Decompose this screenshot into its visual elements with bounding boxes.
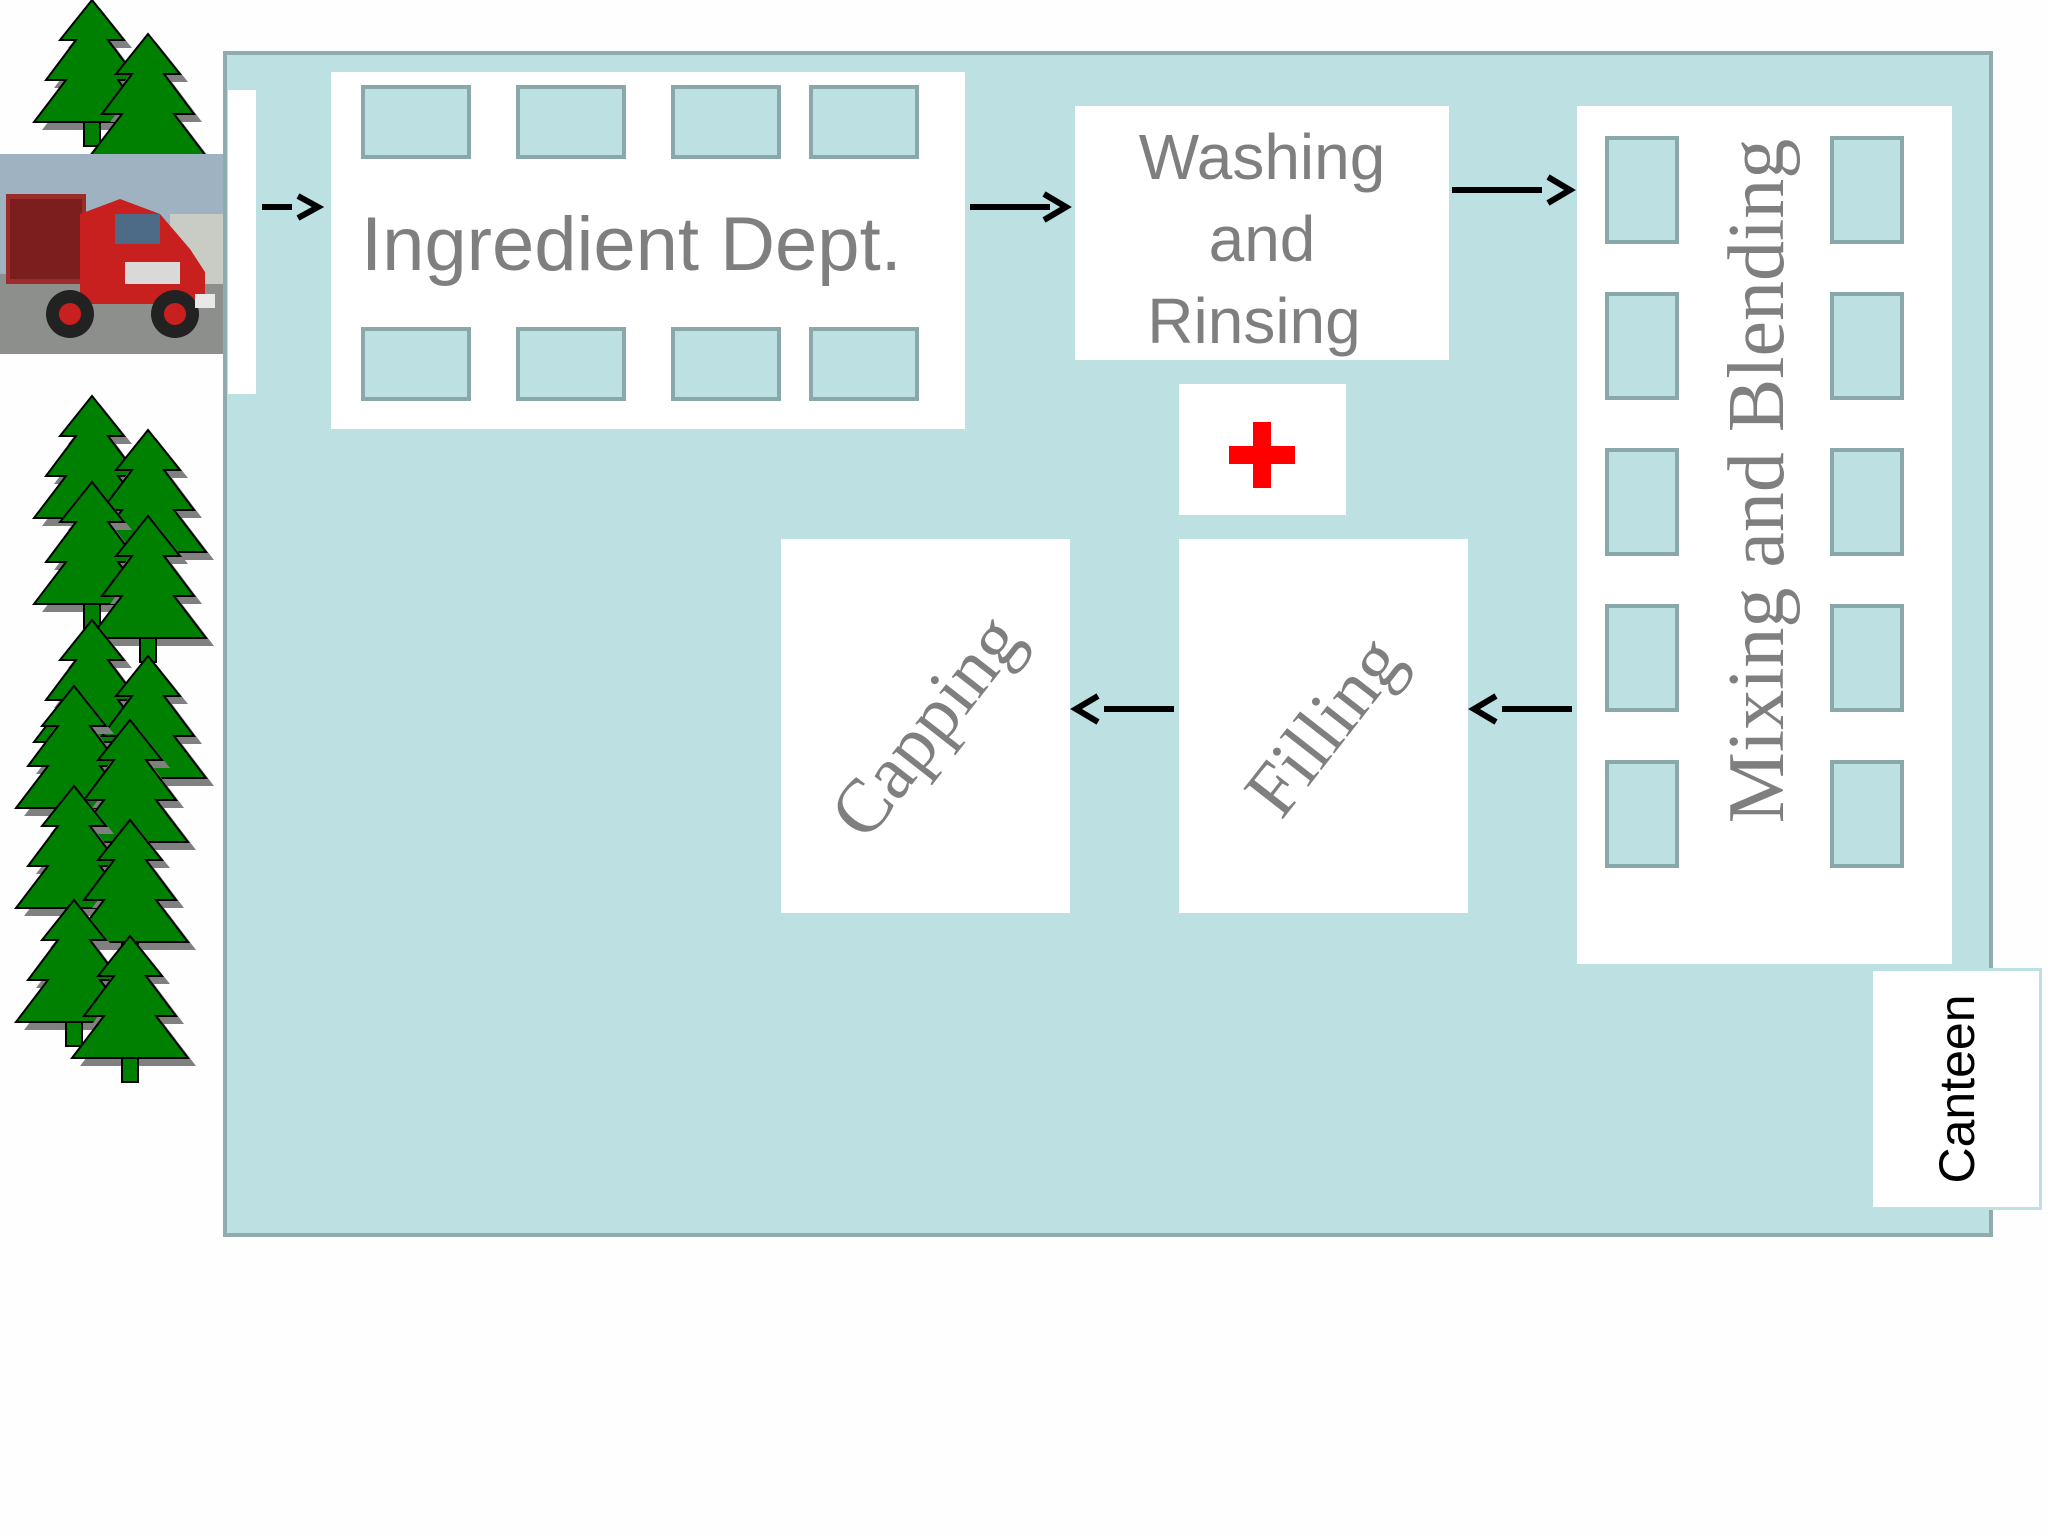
pine-tree-icon bbox=[71, 935, 196, 1083]
storage-slot bbox=[361, 85, 471, 159]
arrow-entrance-to-ingredient bbox=[262, 193, 325, 221]
storage-slot bbox=[671, 327, 781, 401]
mixing-tank bbox=[1830, 448, 1904, 556]
red-truck-icon bbox=[0, 154, 242, 354]
mixing-tank bbox=[1830, 292, 1904, 400]
mixing-tank bbox=[1830, 136, 1904, 244]
ingredient-dept: Ingredient Dept. bbox=[331, 72, 965, 429]
arrow-filling-to-capping bbox=[1070, 693, 1174, 725]
storage-slot bbox=[671, 85, 781, 159]
mixing-blending-dept: Mixing and Blending bbox=[1577, 106, 1952, 964]
washing-rinsing-dept: Washing and Rinsing bbox=[1075, 106, 1449, 360]
washing-label-line3: Rinsing bbox=[1147, 285, 1361, 357]
canteen: Canteen bbox=[1870, 968, 2042, 1210]
washing-label-line1: Washing bbox=[1138, 121, 1386, 193]
storage-slot bbox=[361, 327, 471, 401]
mixing-tank bbox=[1605, 292, 1679, 400]
arrow-washing-to-mixing bbox=[1452, 174, 1576, 206]
storage-slot bbox=[809, 85, 919, 159]
mixing-tank bbox=[1830, 604, 1904, 712]
washing-label-line2: and bbox=[1208, 203, 1316, 275]
first-aid-station bbox=[1179, 384, 1346, 515]
mixing-tank bbox=[1605, 448, 1679, 556]
mixing-tank bbox=[1605, 136, 1679, 244]
ingredient-dept-label: Ingredient Dept. bbox=[361, 202, 902, 287]
mixing-tank bbox=[1830, 760, 1904, 868]
arrow-ingredient-to-washing bbox=[970, 191, 1072, 223]
arrow-mixing-to-filling bbox=[1468, 693, 1572, 725]
mixing-tank bbox=[1605, 760, 1679, 868]
storage-slot bbox=[516, 327, 626, 401]
mixing-tank bbox=[1605, 604, 1679, 712]
capping-dept: Capping bbox=[781, 539, 1070, 913]
filling-dept: Filling bbox=[1179, 539, 1468, 913]
entrance-gate bbox=[228, 90, 256, 394]
pine-tree-icon bbox=[15, 899, 140, 1047]
red-cross-icon bbox=[1229, 422, 1295, 488]
storage-slot bbox=[809, 327, 919, 401]
pine-tree-icon bbox=[33, 0, 158, 147]
storage-slot bbox=[516, 85, 626, 159]
